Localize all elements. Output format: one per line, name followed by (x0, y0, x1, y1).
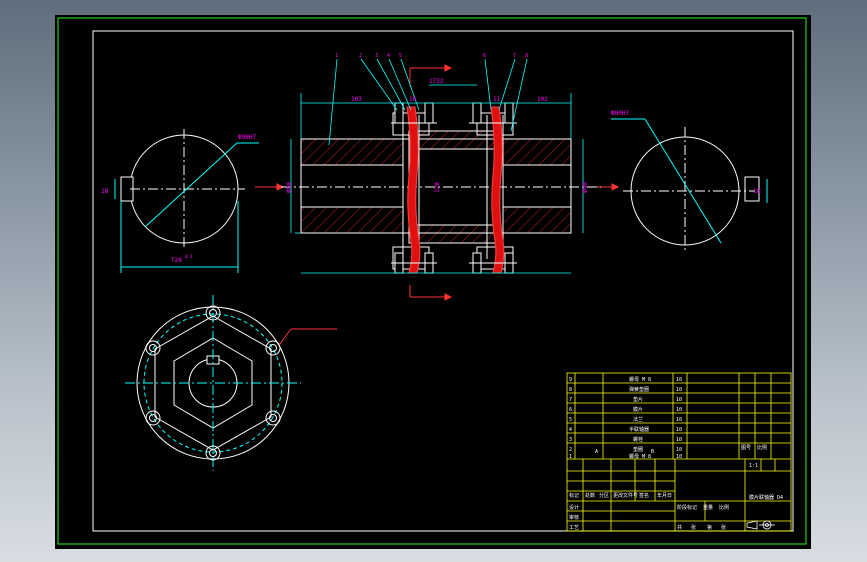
bom-name-4: 半联轴器 (629, 426, 649, 433)
bom-no-7: 7 (569, 397, 572, 403)
svg-text:10: 10 (676, 417, 682, 423)
title-mid-2: 重量 (703, 504, 713, 511)
bom-qty: 10 10 10 10 10 10 10 10 10 (676, 377, 682, 460)
dim-right-span: 102 (537, 96, 548, 103)
svg-text:10: 10 (676, 377, 682, 383)
title-left-3: 分区 (599, 492, 609, 499)
title-b-label: B (651, 449, 654, 455)
bom-no-1: 1 (569, 454, 572, 460)
left-end-view (114, 129, 259, 273)
bom-no-5: 5 (569, 417, 572, 423)
bom-name-9: 螺母 M 8 (629, 376, 651, 383)
title-left-6: 年月日 (657, 492, 672, 499)
drawing-sheet: Ф98H7 18 T28 0.4 (55, 15, 811, 549)
title-row-1: 设计 (569, 504, 579, 511)
part-numbers: 1 2 3 4 5 6 7 8 (335, 53, 528, 59)
svg-text:10: 10 (676, 407, 682, 413)
bom-name-6: 膜片 (633, 406, 643, 413)
bom-name-5: 法兰 (633, 416, 643, 423)
title-scale: 1:1 (749, 463, 758, 469)
section-dimensions (290, 58, 584, 274)
title-top-2: 比例 (757, 444, 767, 451)
inner-border (92, 30, 794, 532)
dim-top-mid: 1732 (429, 78, 444, 85)
bom-name-8: 弹簧垫圈 (629, 386, 649, 393)
bom-table (566, 372, 792, 532)
dim-left-span: 103 (351, 96, 362, 103)
title-mid-3: 比例 (719, 504, 729, 511)
diameter-left-label: Ф98H7 (238, 134, 256, 141)
title-top-1: 图号 (741, 445, 751, 451)
svg-text:10: 10 (676, 437, 682, 443)
keyway-left-sup: 0.4 (185, 254, 193, 259)
svg-text:3: 3 (375, 53, 378, 59)
svg-text:10: 10 (676, 447, 682, 453)
central-section (281, 112, 601, 270)
diameter-right-label: Ф80H7 (611, 110, 629, 117)
title-block-text: A B 图号 比例 标记 处数 分区 更改文件号 签名 年月日 设计 审核 工艺… (569, 444, 783, 531)
title-left-2: 处数 (585, 492, 595, 499)
bom-name-3: 螺栓 (633, 436, 643, 443)
bom-no-9: 9 (569, 377, 572, 383)
svg-text:2: 2 (359, 53, 362, 59)
title-left-5: 签名 (639, 492, 649, 499)
title-mid-1: 阶段标记 (677, 504, 697, 511)
title-product-name: 膜片联轴器 (749, 494, 774, 501)
svg-text:5: 5 (399, 53, 402, 59)
body-dia-left: Ф90 (286, 182, 293, 193)
title-left-4: 更改文件号 (613, 492, 638, 499)
title-mid-5: 张 (691, 524, 696, 531)
keyway-left-label: T28 (171, 257, 182, 264)
cad-drawing: Ф98H7 18 T28 0.4 (57, 17, 807, 545)
outer-border (57, 17, 807, 545)
bom-no-3: 3 (569, 437, 572, 443)
svg-text:10: 10 (676, 454, 682, 460)
title-mid-7: 张 (721, 524, 726, 531)
title-row-2: 审核 (569, 514, 579, 521)
body-dia-right: Ф90 (582, 182, 589, 193)
bom-no-6: 6 (569, 407, 572, 413)
bom-no-8: 8 (569, 387, 572, 393)
title-a-label: A (595, 449, 598, 455)
svg-text:10: 10 (676, 387, 682, 393)
bom-no-2: 2 (569, 447, 572, 453)
title-mid-4: 共 (677, 524, 682, 531)
svg-text:10: 10 (676, 397, 682, 403)
dim-right-small: 11 (493, 96, 501, 103)
svg-text:6: 6 (483, 53, 486, 59)
bom-name-1: 螺母 M 8 (629, 453, 651, 460)
projection-symbol (746, 520, 775, 530)
bom-name-7: 垫片 (633, 396, 643, 403)
svg-text:1: 1 (335, 53, 338, 59)
svg-text:8: 8 (525, 53, 528, 59)
dim-left-small: 16 (409, 96, 417, 103)
body-dia-mid: 120 (434, 182, 441, 193)
bom-name-2: 垫圈 (633, 446, 643, 453)
bom-numbers: 9 8 7 6 5 4 3 2 1 (569, 377, 572, 460)
title-row-3: 工艺 (569, 525, 579, 531)
svg-text:7: 7 (513, 53, 516, 59)
height-right-label: 18 (753, 188, 761, 195)
title-mid-6: 第 (707, 524, 712, 531)
bom-no-4: 4 (569, 427, 572, 433)
bom-names: 螺母 M 8 弹簧垫圈 垫片 膜片 法兰 半联轴器 螺栓 垫圈 螺母 M 8 (629, 376, 651, 460)
title-part-no: D4 (777, 495, 783, 501)
svg-text:10: 10 (676, 427, 682, 433)
height-left-label: 18 (101, 188, 109, 195)
svg-text:4: 4 (387, 53, 390, 59)
flange-face-view (125, 295, 337, 471)
right-end-view (611, 118, 768, 251)
title-left-1: 标记 (569, 492, 579, 499)
